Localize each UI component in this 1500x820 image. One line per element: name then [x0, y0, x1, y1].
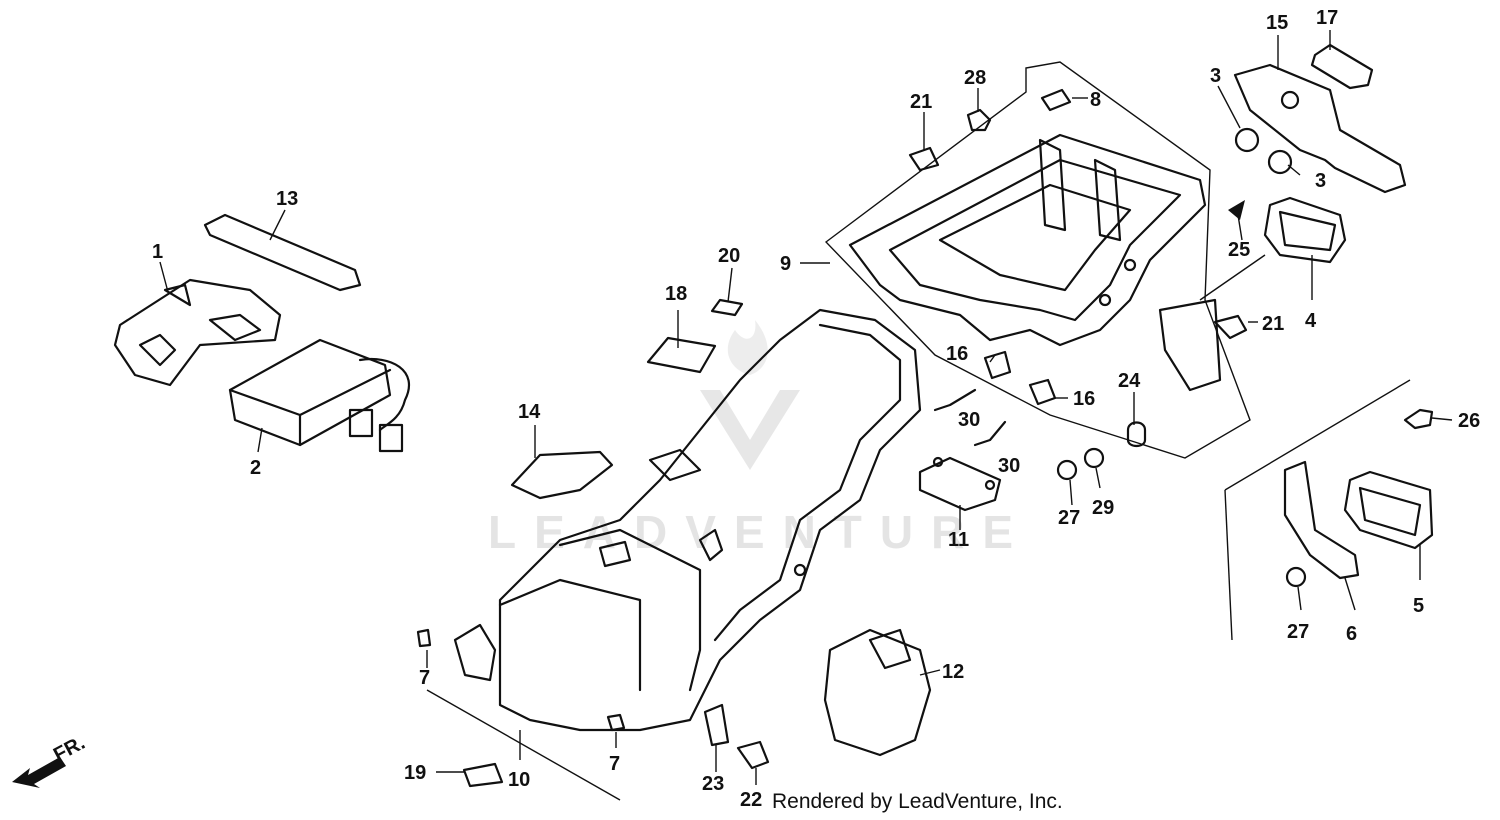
callout-8: 8	[1090, 89, 1101, 111]
callout-25: 25	[1228, 239, 1250, 261]
callout-18: 18	[665, 283, 687, 305]
callout-19: 19	[404, 762, 426, 784]
callout-22: 22	[740, 789, 762, 811]
callout-12: 12	[942, 661, 964, 683]
callout-4: 4	[1305, 310, 1317, 332]
rear-frame-outline	[824, 61, 1251, 459]
callout-11: 11	[948, 529, 969, 551]
callout-15: 15	[1266, 12, 1288, 34]
callout-1: 1	[152, 241, 163, 263]
callout-26: 26	[1458, 410, 1480, 432]
cushion-24	[1126, 421, 1147, 448]
callout-3b: 3	[1315, 170, 1326, 192]
callout-14: 14	[518, 401, 541, 423]
part-20-label	[710, 298, 744, 317]
part-14-label	[510, 450, 614, 500]
callout-20: 20	[718, 245, 740, 267]
part-11-bracket	[918, 456, 1002, 512]
grommet-8	[1040, 88, 1072, 112]
callout-3a: 3	[1210, 65, 1221, 87]
clip-25	[1228, 200, 1245, 220]
part-9-rear-frame	[848, 133, 1222, 392]
part-2-cdi-unit	[228, 338, 411, 453]
callout-16a: 16	[946, 343, 968, 365]
part-10-rear-fender	[453, 308, 922, 732]
nut-3b	[1267, 149, 1293, 175]
callout-30a: 30	[958, 409, 980, 431]
callout-17: 17	[1316, 7, 1338, 29]
nut-27a	[1056, 459, 1078, 481]
watermark-logo	[700, 320, 800, 470]
part-12-tool-bag	[823, 628, 932, 757]
watermark-text: LEADVENTURE	[488, 506, 1031, 558]
callout-21b: 21	[1262, 313, 1284, 335]
callout-23: 23	[702, 773, 724, 795]
part-17-plate	[1310, 43, 1374, 90]
part-6-bracket	[1283, 460, 1360, 580]
part-18-label	[646, 336, 717, 374]
part-4-reflector	[1263, 196, 1347, 264]
part-5-reflector	[1343, 470, 1434, 550]
bolt-30b	[973, 420, 1007, 447]
washer-29	[1083, 447, 1105, 469]
collar-23	[703, 703, 730, 747]
callout-29: 29	[1092, 497, 1114, 519]
callout-30b: 30	[998, 455, 1020, 477]
part-1-cover	[113, 278, 282, 387]
bolt-21b	[1213, 314, 1248, 340]
part-19-label	[462, 762, 504, 788]
callout-10: 10	[508, 769, 530, 791]
callout-28: 28	[964, 67, 986, 89]
bolt-22	[736, 740, 770, 770]
clip-7b	[606, 713, 626, 732]
callout-labels: 1 2 3 3 4 5 6 7 7 8 9 10 11 12 13 14 15 …	[152, 7, 1480, 811]
collar-16b	[1028, 378, 1057, 406]
callout-13: 13	[276, 188, 298, 210]
callout-24: 24	[1118, 370, 1141, 392]
bolt-21a	[908, 146, 940, 172]
front-direction-arrow: FR.	[12, 732, 89, 788]
collar-16a	[983, 350, 1012, 380]
bolt-30a	[933, 388, 977, 412]
part-13-strap	[203, 213, 362, 292]
footer-credit: Rendered by LeadVenture, Inc.	[772, 790, 1063, 813]
nut-3a	[1234, 127, 1260, 153]
callout-7a: 7	[419, 667, 430, 689]
callout-27a: 27	[1058, 507, 1080, 529]
callout-27b: 27	[1287, 621, 1309, 643]
clip-7a	[416, 628, 432, 648]
callout-6: 6	[1346, 623, 1357, 645]
part-15-bracket	[1233, 63, 1407, 194]
callout-9: 9	[780, 253, 791, 275]
leader-lines	[159, 30, 1453, 801]
callout-7b: 7	[609, 753, 620, 775]
callout-16b: 16	[1073, 388, 1095, 410]
callout-5: 5	[1413, 595, 1424, 617]
callout-2: 2	[250, 457, 261, 479]
screw-26	[1403, 408, 1434, 430]
callout-21a: 21	[910, 91, 932, 113]
nut-27b	[1285, 566, 1307, 588]
